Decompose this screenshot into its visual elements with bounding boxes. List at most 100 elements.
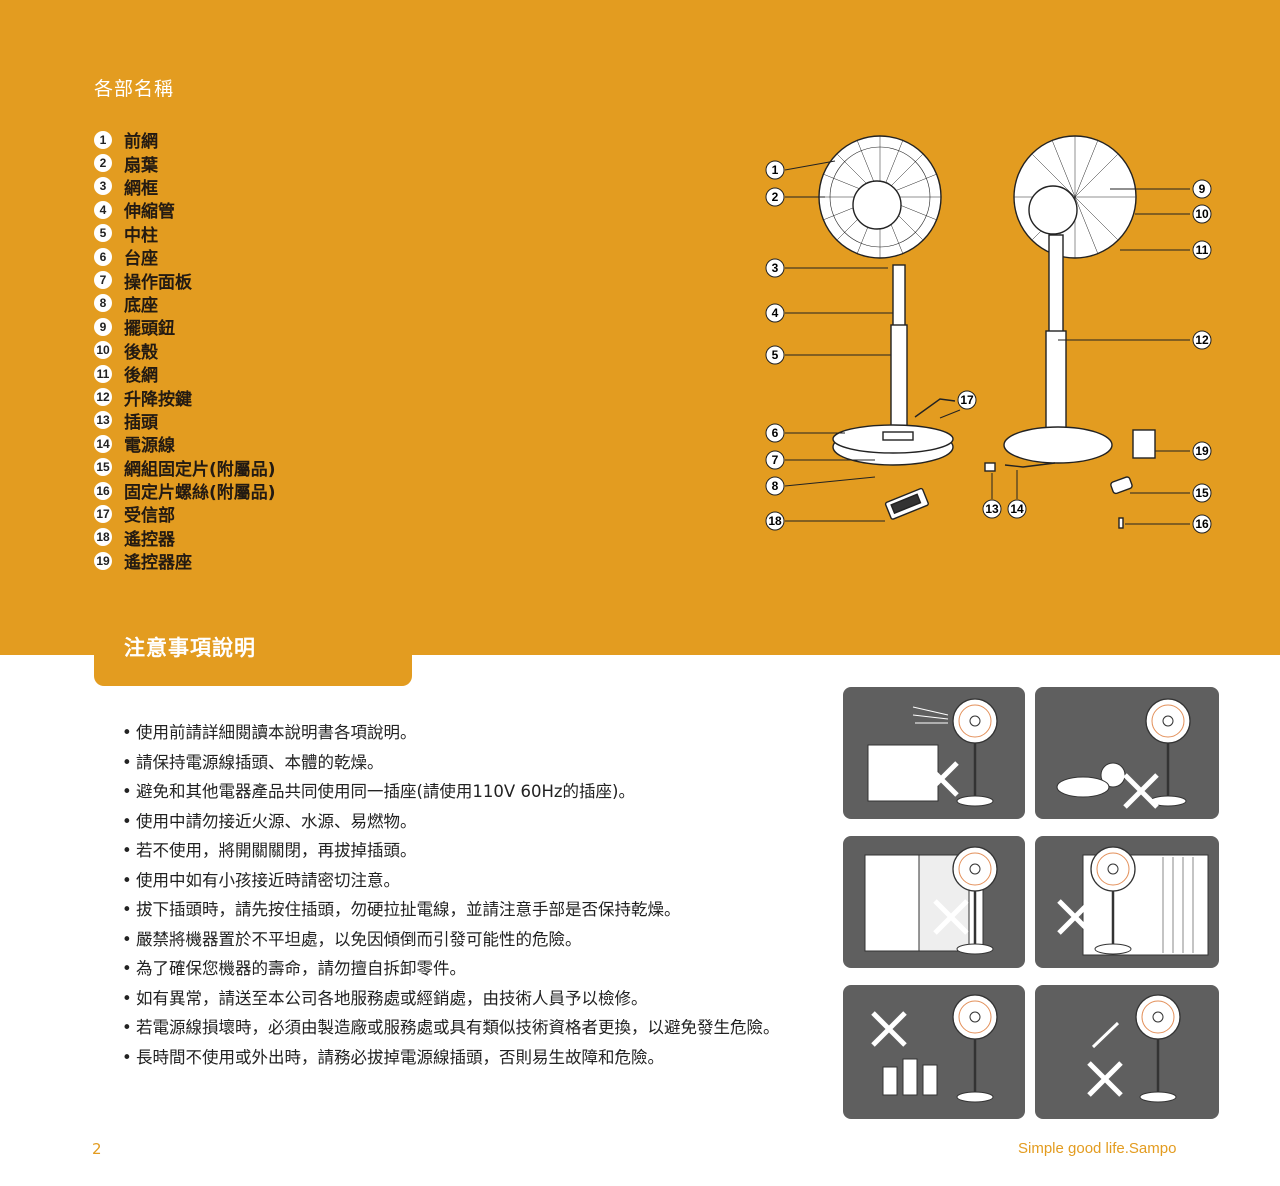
note-item: 長時間不使用或外出時，請務必拔掉電源線插頭，否則易生故障和危險。 bbox=[120, 1043, 810, 1073]
warning-illustrations bbox=[843, 687, 1219, 1119]
parts-list-item: 1 前網 bbox=[94, 128, 276, 153]
part-name: 遙控器座 bbox=[124, 553, 192, 574]
parts-list-item: 15 網組固定片(附屬品) bbox=[94, 455, 276, 480]
part-name: 後殼 bbox=[124, 342, 158, 363]
svg-text:17: 17 bbox=[960, 393, 974, 407]
parts-list-item: 4 伸縮管 bbox=[94, 198, 276, 223]
number-badge: 10 bbox=[94, 341, 112, 360]
back-center-pole bbox=[1045, 330, 1067, 442]
warning-panel-spray bbox=[843, 985, 1025, 1119]
svg-text:14: 14 bbox=[1010, 502, 1024, 516]
warning-panel-child bbox=[1035, 687, 1219, 819]
svg-text:9: 9 bbox=[1199, 182, 1206, 196]
number-badge: 8 bbox=[94, 294, 112, 313]
part-name: 擺頭鈕 bbox=[124, 319, 175, 340]
part-name: 扇葉 bbox=[124, 155, 158, 176]
callout-19: 19 bbox=[1192, 441, 1212, 461]
notes-list: 使用前請詳細閱讀本說明書各項說明。 請保持電源線插頭、本體的乾燥。 避免和其他電… bbox=[120, 718, 810, 1072]
callout-3: 3 bbox=[765, 258, 785, 278]
svg-text:15: 15 bbox=[1195, 486, 1209, 500]
svg-text:6: 6 bbox=[772, 426, 779, 440]
note-item: 使用中如有小孩接近時請密切注意。 bbox=[120, 866, 810, 896]
part-name: 台座 bbox=[124, 249, 158, 270]
svg-text:4: 4 bbox=[772, 306, 779, 320]
parts-list-item: 17 受信部 bbox=[94, 502, 276, 527]
part-name: 升降按鍵 bbox=[124, 389, 192, 410]
svg-text:11: 11 bbox=[1196, 243, 1209, 257]
remote-holder bbox=[1132, 429, 1156, 459]
svg-text:1: 1 bbox=[772, 163, 779, 177]
callout-13: 13 bbox=[982, 499, 1002, 519]
part-name: 插頭 bbox=[124, 412, 158, 433]
callout-8: 8 bbox=[765, 476, 785, 496]
parts-list-item: 6 台座 bbox=[94, 245, 276, 270]
note-item: 若不使用，將開關關閉，再拔掉插頭。 bbox=[120, 836, 810, 866]
warning-panel-window bbox=[843, 836, 1025, 968]
svg-text:5: 5 bbox=[772, 348, 779, 362]
part-name: 操作面板 bbox=[124, 272, 192, 293]
callout-1: 1 bbox=[765, 160, 785, 180]
part-name: 受信部 bbox=[124, 506, 175, 527]
svg-text:8: 8 bbox=[772, 479, 779, 493]
svg-text:7: 7 bbox=[772, 453, 779, 467]
note-item: 避免和其他電器產品共同使用同一插座(請使用110V 60Hz的插座)。 bbox=[120, 777, 810, 807]
callout-17: 17 bbox=[957, 390, 977, 410]
part-name: 底座 bbox=[124, 295, 158, 316]
parts-list-item: 8 底座 bbox=[94, 292, 276, 316]
svg-text:2: 2 bbox=[772, 190, 779, 204]
part-name: 網組固定片(附屬品) bbox=[124, 459, 276, 480]
number-badge: 3 bbox=[94, 177, 112, 196]
back-base bbox=[1003, 426, 1113, 464]
control-panel bbox=[882, 431, 914, 441]
clip-screw bbox=[1118, 517, 1124, 529]
note-item: 若電源線損壞時，必須由製造廠或服務處或具有類似技術資格者更換，以避免發生危險。 bbox=[120, 1013, 810, 1043]
number-badge: 17 bbox=[94, 504, 112, 523]
parts-list-item: 12 升降按鍵 bbox=[94, 385, 276, 410]
part-name: 前網 bbox=[124, 132, 158, 153]
warning-panel-curtain bbox=[1035, 836, 1219, 968]
front-hub bbox=[852, 180, 902, 230]
plug bbox=[984, 462, 996, 472]
number-badge: 1 bbox=[94, 130, 112, 149]
number-badge: 11 bbox=[94, 364, 112, 383]
part-name: 伸縮管 bbox=[124, 202, 175, 223]
back-telescopic-pole bbox=[1048, 234, 1064, 334]
note-item: 嚴禁將機器置於不平坦處，以免因傾倒而引發可能性的危險。 bbox=[120, 925, 810, 955]
callout-4: 4 bbox=[765, 303, 785, 323]
fan-parts-diagram: 1 2 3 4 5 6 7 8 17 18 9 10 11 12 13 14 1… bbox=[765, 135, 1212, 534]
callout-6: 6 bbox=[765, 423, 785, 443]
number-badge: 9 bbox=[94, 317, 112, 336]
part-name: 遙控器 bbox=[124, 529, 175, 550]
callout-11: 11 bbox=[1192, 240, 1212, 260]
number-badge: 2 bbox=[94, 154, 112, 173]
number-badge: 19 bbox=[94, 551, 112, 570]
note-item: 為了確保您機器的壽命，請勿擅自拆卸零件。 bbox=[120, 954, 810, 984]
svg-text:10: 10 bbox=[1195, 207, 1209, 221]
callout-2: 2 bbox=[765, 187, 785, 207]
parts-list-item: 10 後殼 bbox=[94, 339, 276, 363]
callout-7: 7 bbox=[765, 450, 785, 470]
svg-text:12: 12 bbox=[1195, 333, 1209, 347]
part-name: 後網 bbox=[124, 366, 158, 387]
callout-10: 10 bbox=[1192, 204, 1212, 224]
footer-slogan: Simple good life.Sampo bbox=[1018, 1140, 1177, 1157]
number-badge: 16 bbox=[94, 481, 112, 500]
number-badge: 6 bbox=[94, 247, 112, 266]
notes-title-tab bbox=[94, 620, 412, 686]
number-badge: 12 bbox=[94, 387, 112, 406]
header-band bbox=[0, 0, 1280, 655]
number-badge: 4 bbox=[94, 200, 112, 219]
callout-16: 16 bbox=[1192, 514, 1212, 534]
parts-list-item: 2 扇葉 bbox=[94, 151, 276, 176]
note-item: 如有異常，請送至本公司各地服務處或經銷處，由技術人員予以檢修。 bbox=[120, 984, 810, 1014]
number-badge: 15 bbox=[94, 458, 112, 477]
note-item: 使用前請詳細閱讀本說明書各項說明。 bbox=[120, 718, 810, 748]
number-badge: 14 bbox=[94, 434, 112, 453]
warning-panel-disassemble bbox=[1035, 985, 1219, 1119]
